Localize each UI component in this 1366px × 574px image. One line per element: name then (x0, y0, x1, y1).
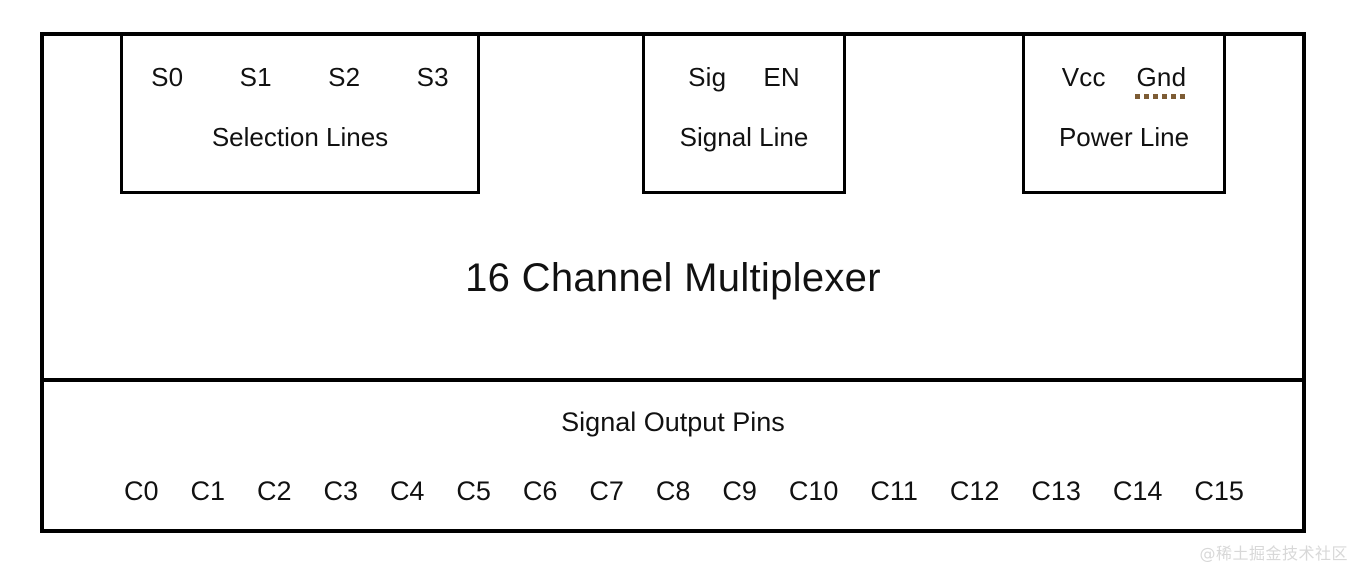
channel-label-c14: C14 (1112, 476, 1163, 506)
upper-region: S0 S1 S2 S3 Selection Lines Sig EN Signa… (44, 36, 1302, 378)
channel-label-c3: C3 (323, 476, 358, 506)
pin-label-s3: S3 (416, 62, 449, 92)
channel-label-c2: C2 (256, 476, 292, 506)
pin-group-selection-lines: S0 S1 S2 S3 Selection Lines (120, 36, 480, 194)
pin-group-caption-selection-lines: Selection Lines (211, 122, 389, 152)
watermark: @稀土掘金技术社区 (1199, 544, 1348, 563)
pin-group-caption-signal-line: Signal Line (679, 122, 809, 152)
pin-label-vcc: Vcc (1061, 62, 1106, 92)
pin-label-s0: S0 (151, 62, 184, 92)
pin-label-sig: Sig (688, 62, 727, 92)
channel-label-c9: C9 (722, 476, 757, 506)
pin-group-signal-line: Sig EN Signal Line (642, 36, 846, 194)
selection-lines-pin-row: S0 S1 S2 S3 (123, 64, 477, 90)
signal-output-caption: Signal Output Pins (561, 407, 785, 437)
signal-output-region: Signal Output Pins C0 C1 C2 C3 C4 C5 C6 … (44, 382, 1302, 529)
channel-label-c11: C11 (870, 476, 918, 506)
channel-label-c8: C8 (655, 476, 691, 506)
channel-label-c4: C4 (389, 476, 425, 506)
pin-label-en: EN (763, 62, 800, 92)
channel-label-c10: C10 (788, 476, 839, 506)
section-divider (40, 378, 1306, 382)
multiplexer-chip-body: S0 S1 S2 S3 Selection Lines Sig EN Signa… (40, 32, 1306, 533)
channel-label-c7: C7 (589, 476, 624, 506)
channel-label-c15: C15 (1194, 476, 1244, 506)
pin-group-caption-power-line: Power Line (1058, 122, 1190, 152)
channel-label-c6: C6 (522, 476, 558, 506)
signal-line-pin-row: Sig EN (645, 64, 843, 90)
power-line-pin-row: Vcc Gnd (1025, 62, 1223, 99)
channel-label-c0: C0 (124, 476, 159, 506)
pin-label-gnd: Gnd (1135, 62, 1189, 99)
channel-label-c5: C5 (456, 476, 491, 506)
pin-label-s2: S2 (328, 62, 361, 92)
pin-label-s1: S1 (239, 62, 272, 92)
channel-pin-row: C0 C1 C2 C3 C4 C5 C6 C7 C8 C9 C10 C11 C1… (124, 478, 1244, 505)
chip-title: 16 Channel Multiplexer (465, 256, 881, 300)
channel-label-c1: C1 (190, 476, 225, 506)
channel-label-c12: C12 (949, 476, 1000, 506)
pin-group-power-line: Vcc Gnd Power Line (1022, 36, 1226, 194)
channel-label-c13: C13 (1031, 476, 1081, 506)
